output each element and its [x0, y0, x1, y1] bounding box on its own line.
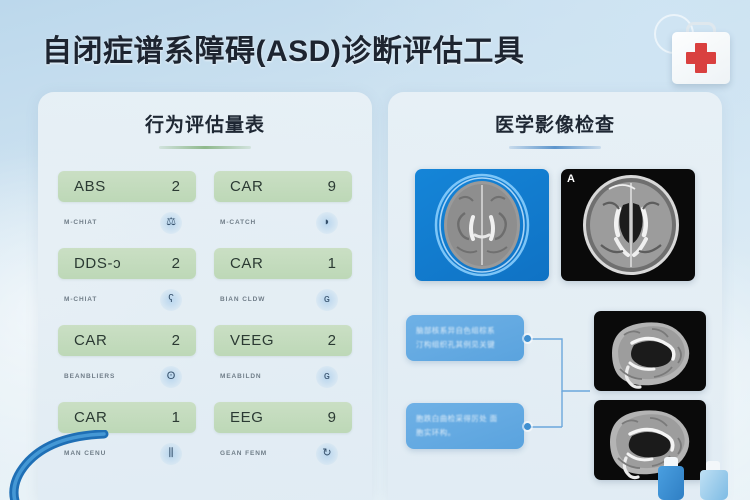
note-1-line-1: 脑部核系异自色组棕系	[416, 326, 495, 335]
right-panel-title: 医学影像检查	[494, 115, 615, 136]
medicine-bottle-blue	[658, 466, 684, 500]
imaging-note-2[interactable]: 胞跌白曲检采得厉处 面 胞实环构。	[406, 403, 524, 449]
medical-imaging-panel: 医学影像检查	[388, 92, 722, 500]
scale-caption: MEABILDN	[220, 373, 262, 380]
scale-value: 2	[171, 178, 180, 195]
scale-caption: M-CHIAT	[64, 219, 98, 226]
scale-value: 9	[327, 178, 336, 195]
scale-value: 2	[171, 332, 180, 349]
scale-label: CAR	[230, 178, 264, 195]
scale-label: CAR	[74, 409, 108, 426]
refresh-icon: ↻	[316, 442, 338, 465]
scale-value: 2	[171, 255, 180, 272]
scale-card-footer: BEANBLIERS ʘ	[58, 356, 196, 390]
stethoscope-icon	[0, 429, 126, 500]
scale-card-footer: M-CATCH ◗	[214, 202, 352, 236]
bottle-cap-2	[706, 461, 720, 470]
scale-caption: MAN CENU	[64, 450, 107, 457]
axial-scan-row: A	[404, 169, 706, 281]
scale-card-footer: MAN CENU ⫼	[58, 433, 196, 467]
scale-label: EEG	[230, 409, 264, 426]
bottle-cap-1	[664, 457, 678, 466]
medicine-bottle-light	[700, 470, 728, 500]
left-panel-title: 行为评估量表	[144, 115, 265, 136]
scale-card-footer: MEABILDN ɢ	[214, 356, 352, 390]
scale-caption: BIAN CLDW	[220, 296, 266, 303]
note-connector-lines	[522, 311, 608, 481]
scale-value: 1	[171, 409, 180, 426]
note-1-line-2: 汀构组织孔其例见关键	[416, 339, 495, 349]
scale-label: CAR	[74, 332, 108, 349]
person-icon: ʕ	[160, 288, 182, 311]
axial-mri-highlighted[interactable]	[415, 169, 549, 281]
note-2-line-2: 胞实环构。	[416, 427, 456, 437]
right-title-underline	[509, 146, 601, 149]
panel-header-left: 行为评估量表	[38, 92, 372, 149]
clipboard-icon: ◗	[316, 211, 338, 234]
chart-icon: ⫼	[160, 442, 182, 465]
red-cross-icon-bar	[686, 52, 716, 64]
page-title: 自闭症谱系障碍(ASD)诊断评估工具	[42, 35, 525, 68]
scale-pill[interactable]: CAR 2	[58, 325, 196, 356]
scale-caption: BEANBLIERS	[64, 373, 116, 380]
scale-caption: M-CATCH	[220, 219, 257, 226]
connector-dot-1	[524, 335, 531, 342]
note-2-line-1: 胞跌白曲检采得厉处 面	[416, 414, 498, 423]
sagittal-scan-column	[594, 311, 706, 480]
axial-mri-native[interactable]: A	[561, 169, 695, 281]
ruler-icon: ⚖	[160, 211, 182, 234]
scale-pill[interactable]: ABS 2	[58, 171, 196, 202]
scale-pill[interactable]: CAR 9	[214, 171, 352, 202]
wave-icon: ɢ	[316, 365, 338, 388]
scale-caption: GEAN FENM	[220, 450, 268, 457]
scale-value: 1	[327, 255, 336, 272]
sagittal-mri-lower[interactable]	[594, 400, 706, 480]
scale-card-footer: M-CHIAT ʕ	[58, 279, 196, 313]
scale-label: VEEG	[230, 332, 275, 349]
scan-orientation-marker: A	[567, 173, 575, 185]
scale-pill[interactable]: DDS-ɔ 2	[58, 248, 196, 279]
medical-kit-icon	[654, 14, 738, 88]
left-title-underline	[159, 146, 251, 149]
sagittal-mri-upper[interactable]	[594, 311, 706, 391]
scale-value: 2	[327, 332, 336, 349]
scale-card-footer: BIAN CLDW ɢ	[214, 279, 352, 313]
scale-label: CAR	[230, 255, 264, 272]
scale-label: DDS-ɔ	[74, 255, 122, 272]
scale-pill[interactable]: CAR 1	[58, 402, 196, 433]
gauge-icon: ɢ	[316, 288, 338, 311]
scale-pill[interactable]: CAR 1	[214, 248, 352, 279]
kit-handle	[686, 22, 716, 36]
imaging-notes-area: 脑部核系异自色组棕系 汀构组织孔其例见关键 胞跌白曲检采得厉处 面 胞实环构。	[402, 311, 708, 481]
scale-pill[interactable]: VEEG 2	[214, 325, 352, 356]
scale-label: ABS	[74, 178, 106, 195]
imaging-note-1[interactable]: 脑部核系异自色组棕系 汀构组织孔其例见关键	[406, 315, 524, 361]
panel-header-right: 医学影像检查	[388, 92, 722, 149]
scale-card-footer: GEAN FENM ↻	[214, 433, 352, 467]
scale-value: 9	[327, 409, 336, 426]
connector-dot-2	[524, 423, 531, 430]
scale-pill[interactable]: EEG 9	[214, 402, 352, 433]
scale-card-footer: M-CHIAT ⚖	[58, 202, 196, 236]
scale-caption: M-CHIAT	[64, 296, 98, 303]
lock-icon: ʘ	[160, 365, 182, 388]
